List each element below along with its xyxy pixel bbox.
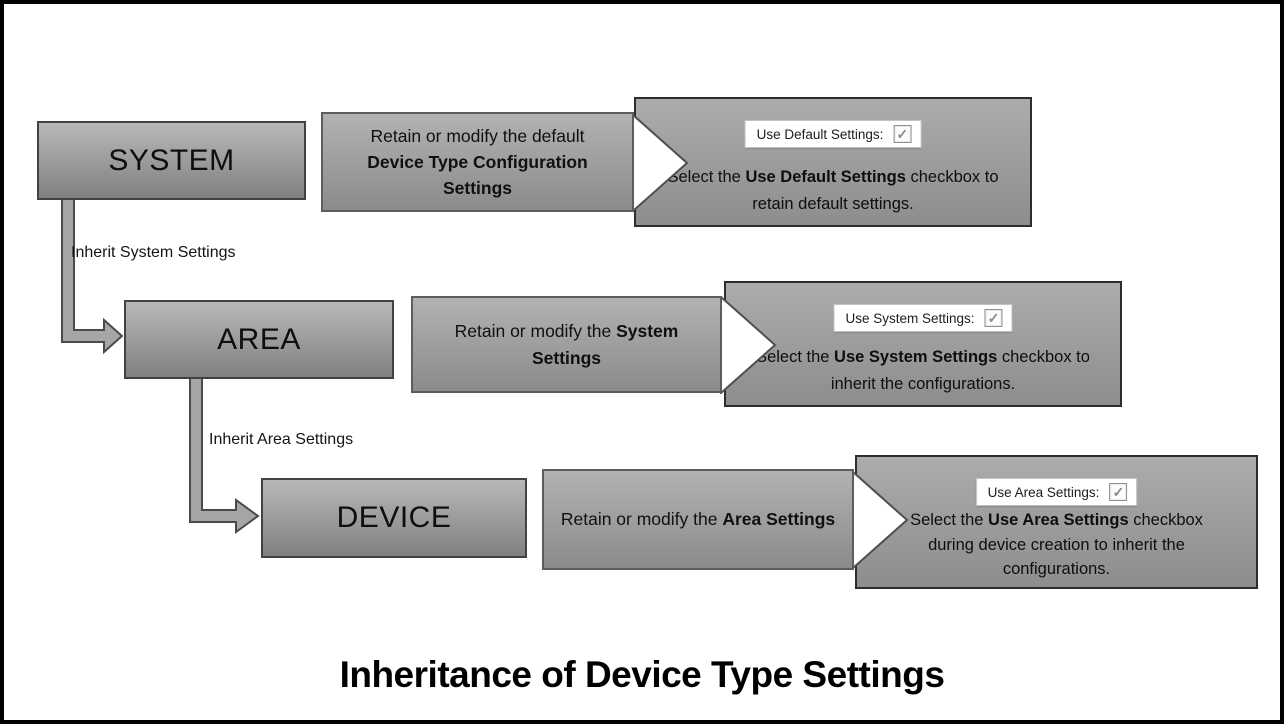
- use-area-settings-label: Use Area Settings:: [987, 484, 1100, 500]
- area-result-text: Select the Use System Settings checkbox …: [756, 348, 1090, 393]
- use-area-settings-field: Use Area Settings: ✓: [975, 478, 1138, 506]
- check-mark-icon: ✓: [896, 126, 909, 142]
- pointer-triangle-icon: [852, 471, 909, 569]
- checked-checkbox-icon[interactable]: ✓: [984, 309, 1003, 327]
- system-box: SYSTEM: [37, 121, 306, 200]
- inherit-area-label: Inherit Area Settings: [209, 431, 354, 448]
- use-default-settings-field: Use Default Settings: ✓: [744, 120, 922, 148]
- system-action-text: Retain or modify the default Device Type…: [367, 125, 588, 199]
- device-box: DEVICE: [261, 478, 527, 558]
- area-box-label: AREA: [217, 322, 301, 356]
- diagram-title: Inheritance of Device Type Settings: [339, 654, 945, 695]
- use-system-settings-field: Use System Settings: ✓: [833, 304, 1013, 332]
- use-system-settings-label: Use System Settings:: [845, 310, 975, 326]
- device-action-text: Retain or modify the Area Settings: [560, 509, 836, 530]
- check-mark-icon: ✓: [987, 310, 1000, 326]
- inherit-system-label: Inherit System Settings: [71, 244, 236, 261]
- pointer-triangle-icon: [720, 296, 777, 394]
- device-result-text: Select the Use Area Settings checkbox du…: [910, 510, 1203, 579]
- area-result-box: Use System Settings: ✓ Select the Use Sy…: [724, 281, 1122, 407]
- device-result-box: Use Area Settings: ✓ Select the Use Area…: [855, 455, 1258, 589]
- check-mark-icon: ✓: [1112, 484, 1125, 500]
- area-action-text: Retain or modify the System Settings: [454, 321, 679, 368]
- system-box-label: SYSTEM: [108, 143, 235, 177]
- area-action-box: Retain or modify the System Settings: [411, 296, 722, 393]
- inherit-area-arrow-icon: [189, 377, 260, 534]
- checked-checkbox-icon[interactable]: ✓: [1109, 483, 1128, 501]
- system-result-text: Select the Use Default Settings checkbox…: [667, 168, 999, 213]
- system-action-box: Retain or modify the default Device Type…: [321, 112, 634, 212]
- inherit-system-arrow-icon: [61, 198, 124, 355]
- device-action-box: Retain or modify the Area Settings: [542, 469, 854, 570]
- area-box: AREA: [124, 300, 394, 379]
- device-box-label: DEVICE: [336, 501, 452, 534]
- use-default-settings-label: Use Default Settings:: [756, 126, 884, 142]
- checked-checkbox-icon[interactable]: ✓: [893, 125, 912, 143]
- pointer-triangle-icon: [632, 114, 689, 212]
- system-result-box: Use Default Settings: ✓ Select the Use D…: [634, 97, 1032, 227]
